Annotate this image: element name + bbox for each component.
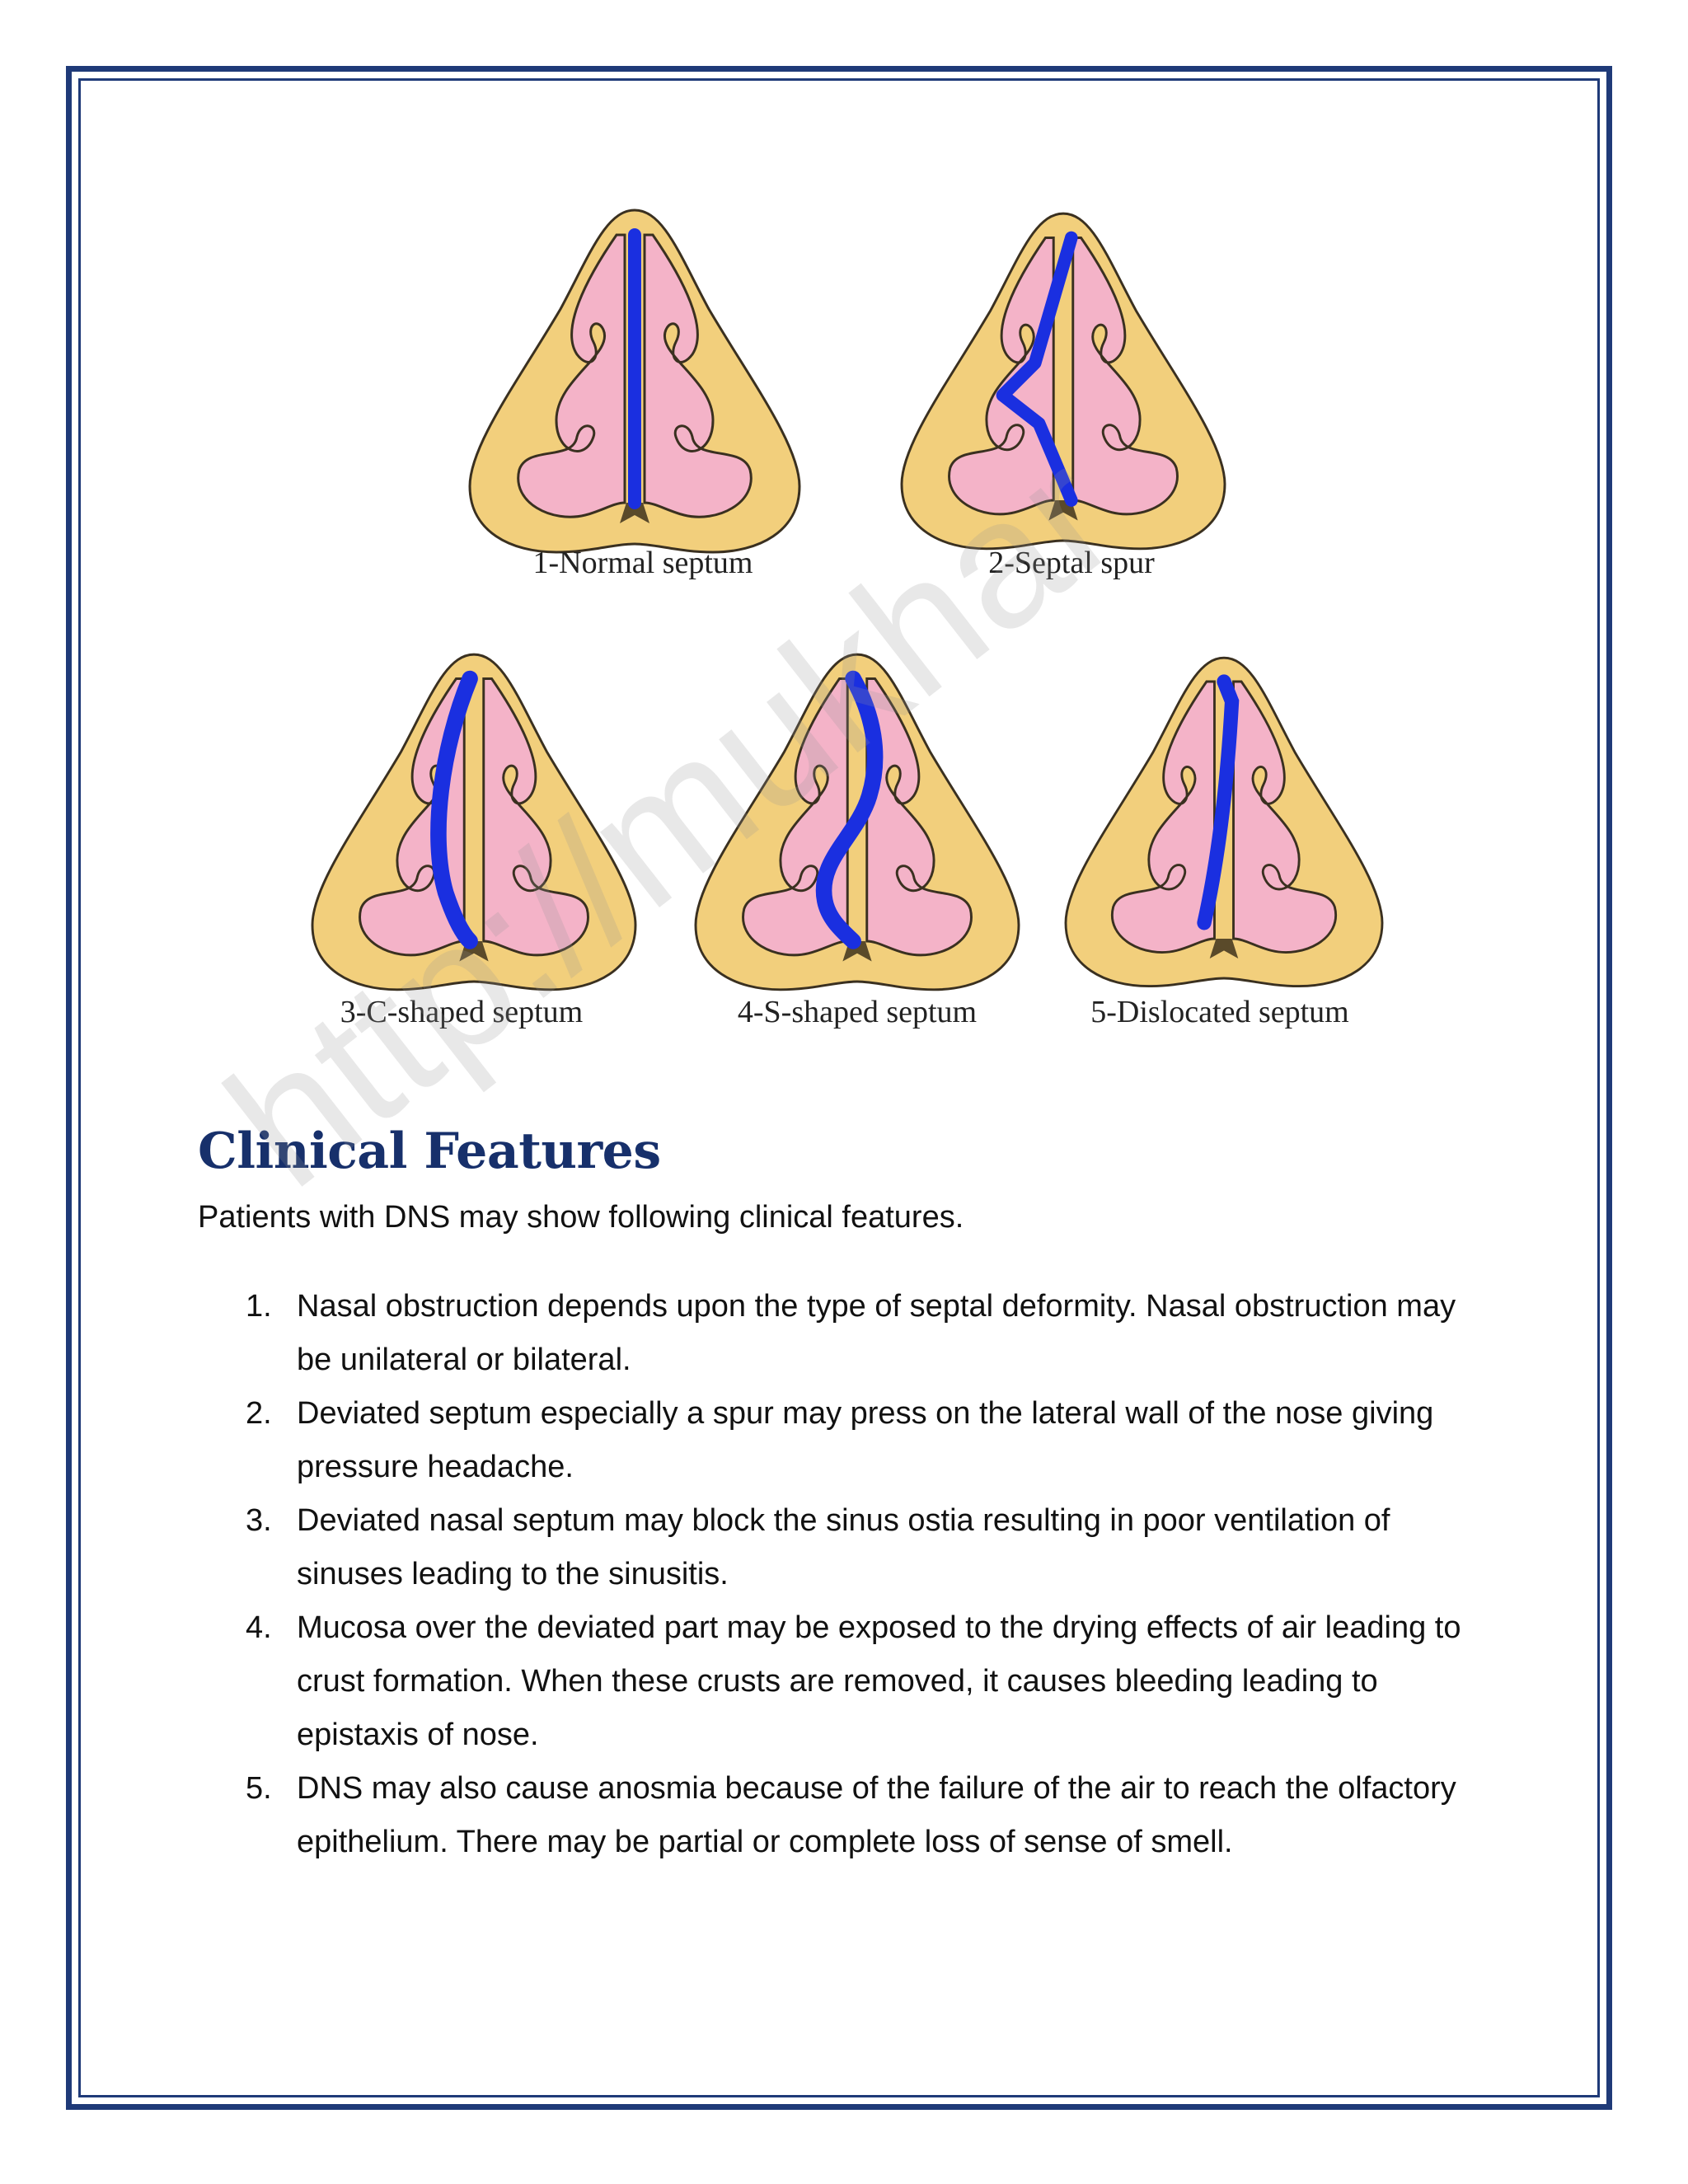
list-text: Nasal obstruction depends upon the type … <box>297 1289 1456 1377</box>
septal-spur-diagram <box>900 212 1226 551</box>
septum-diagram: 1-Normal septum 2-Septal spur 3-C-shaped… <box>311 209 1384 1029</box>
list-text: Deviated septum especially a spur may pr… <box>297 1396 1434 1484</box>
septum-types-figure: 1-Normal septum 2-Septal spur 3-C-shaped… <box>305 194 1393 1051</box>
list-text: DNS may also cause anosmia because of th… <box>297 1771 1456 1859</box>
list-item: 3. Deviated nasal septum may block the s… <box>198 1494 1484 1601</box>
section-heading: Clinical Features <box>198 1122 661 1180</box>
s-shaped-septum-diagram <box>694 653 1020 991</box>
caption-s-shaped-septum: 4-S-shaped septum <box>738 995 977 1029</box>
list-item: 5. DNS may also cause anosmia because of… <box>198 1762 1484 1869</box>
list-item: 1. Nasal obstruction depends upon the ty… <box>198 1280 1484 1387</box>
list-item: 2. Deviated septum especially a spur may… <box>198 1387 1484 1494</box>
list-number: 4. <box>246 1610 272 1645</box>
list-number: 5. <box>246 1771 272 1806</box>
page-border <box>66 66 1612 2110</box>
caption-c-shaped-septum: 3-C-shaped septum <box>340 995 583 1029</box>
list-number: 2. <box>246 1396 272 1431</box>
intro-paragraph: Patients with DNS may show following cli… <box>198 1200 964 1235</box>
caption-dislocated-septum: 5-Dislocated septum <box>1090 995 1348 1029</box>
normal-septum-diagram <box>468 209 801 554</box>
list-item: 4. Mucosa over the deviated part may be … <box>198 1601 1484 1762</box>
c-shaped-septum-diagram <box>311 653 637 991</box>
list-text: Deviated nasal septum may block the sinu… <box>297 1503 1390 1591</box>
page-border-inner <box>78 78 1600 2097</box>
caption-septal-spur: 2-Septal spur <box>988 546 1155 580</box>
list-text: Mucosa over the deviated part may be exp… <box>297 1610 1461 1752</box>
dislocated-septum-diagram <box>1064 656 1384 988</box>
list-number: 1. <box>246 1289 272 1324</box>
caption-normal-septum: 1-Normal septum <box>532 546 753 580</box>
clinical-features-list: 1. Nasal obstruction depends upon the ty… <box>198 1280 1484 1869</box>
list-number: 3. <box>246 1503 272 1538</box>
